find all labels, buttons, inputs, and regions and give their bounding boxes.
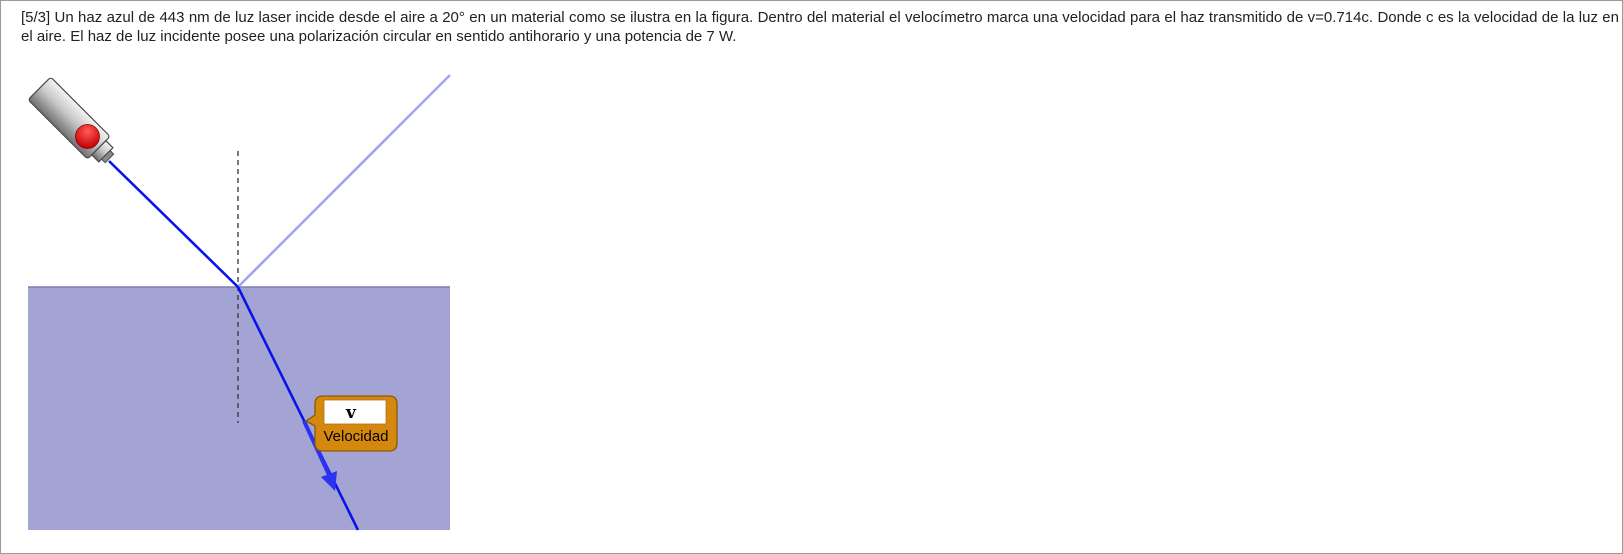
refracted-beam — [236, 286, 360, 531]
problem-body: Un haz azul de 443 nm de luz laser incid… — [21, 9, 1619, 45]
incident-beam — [108, 160, 239, 288]
meter-symbol: v — [345, 403, 357, 423]
reflected-beam — [237, 74, 451, 288]
optics-figure: v Velocidad — [28, 74, 451, 531]
meter-display — [323, 399, 387, 425]
velocity-meter[interactable]: v Velocidad — [304, 395, 398, 452]
laser-pointer-icon[interactable] — [28, 77, 121, 170]
meter-label: Velocidad — [323, 428, 388, 445]
problem-id: [5/3] — [21, 9, 51, 26]
problem-statement: [5/3] Un haz azul de 443 nm de luz laser… — [21, 8, 1619, 46]
